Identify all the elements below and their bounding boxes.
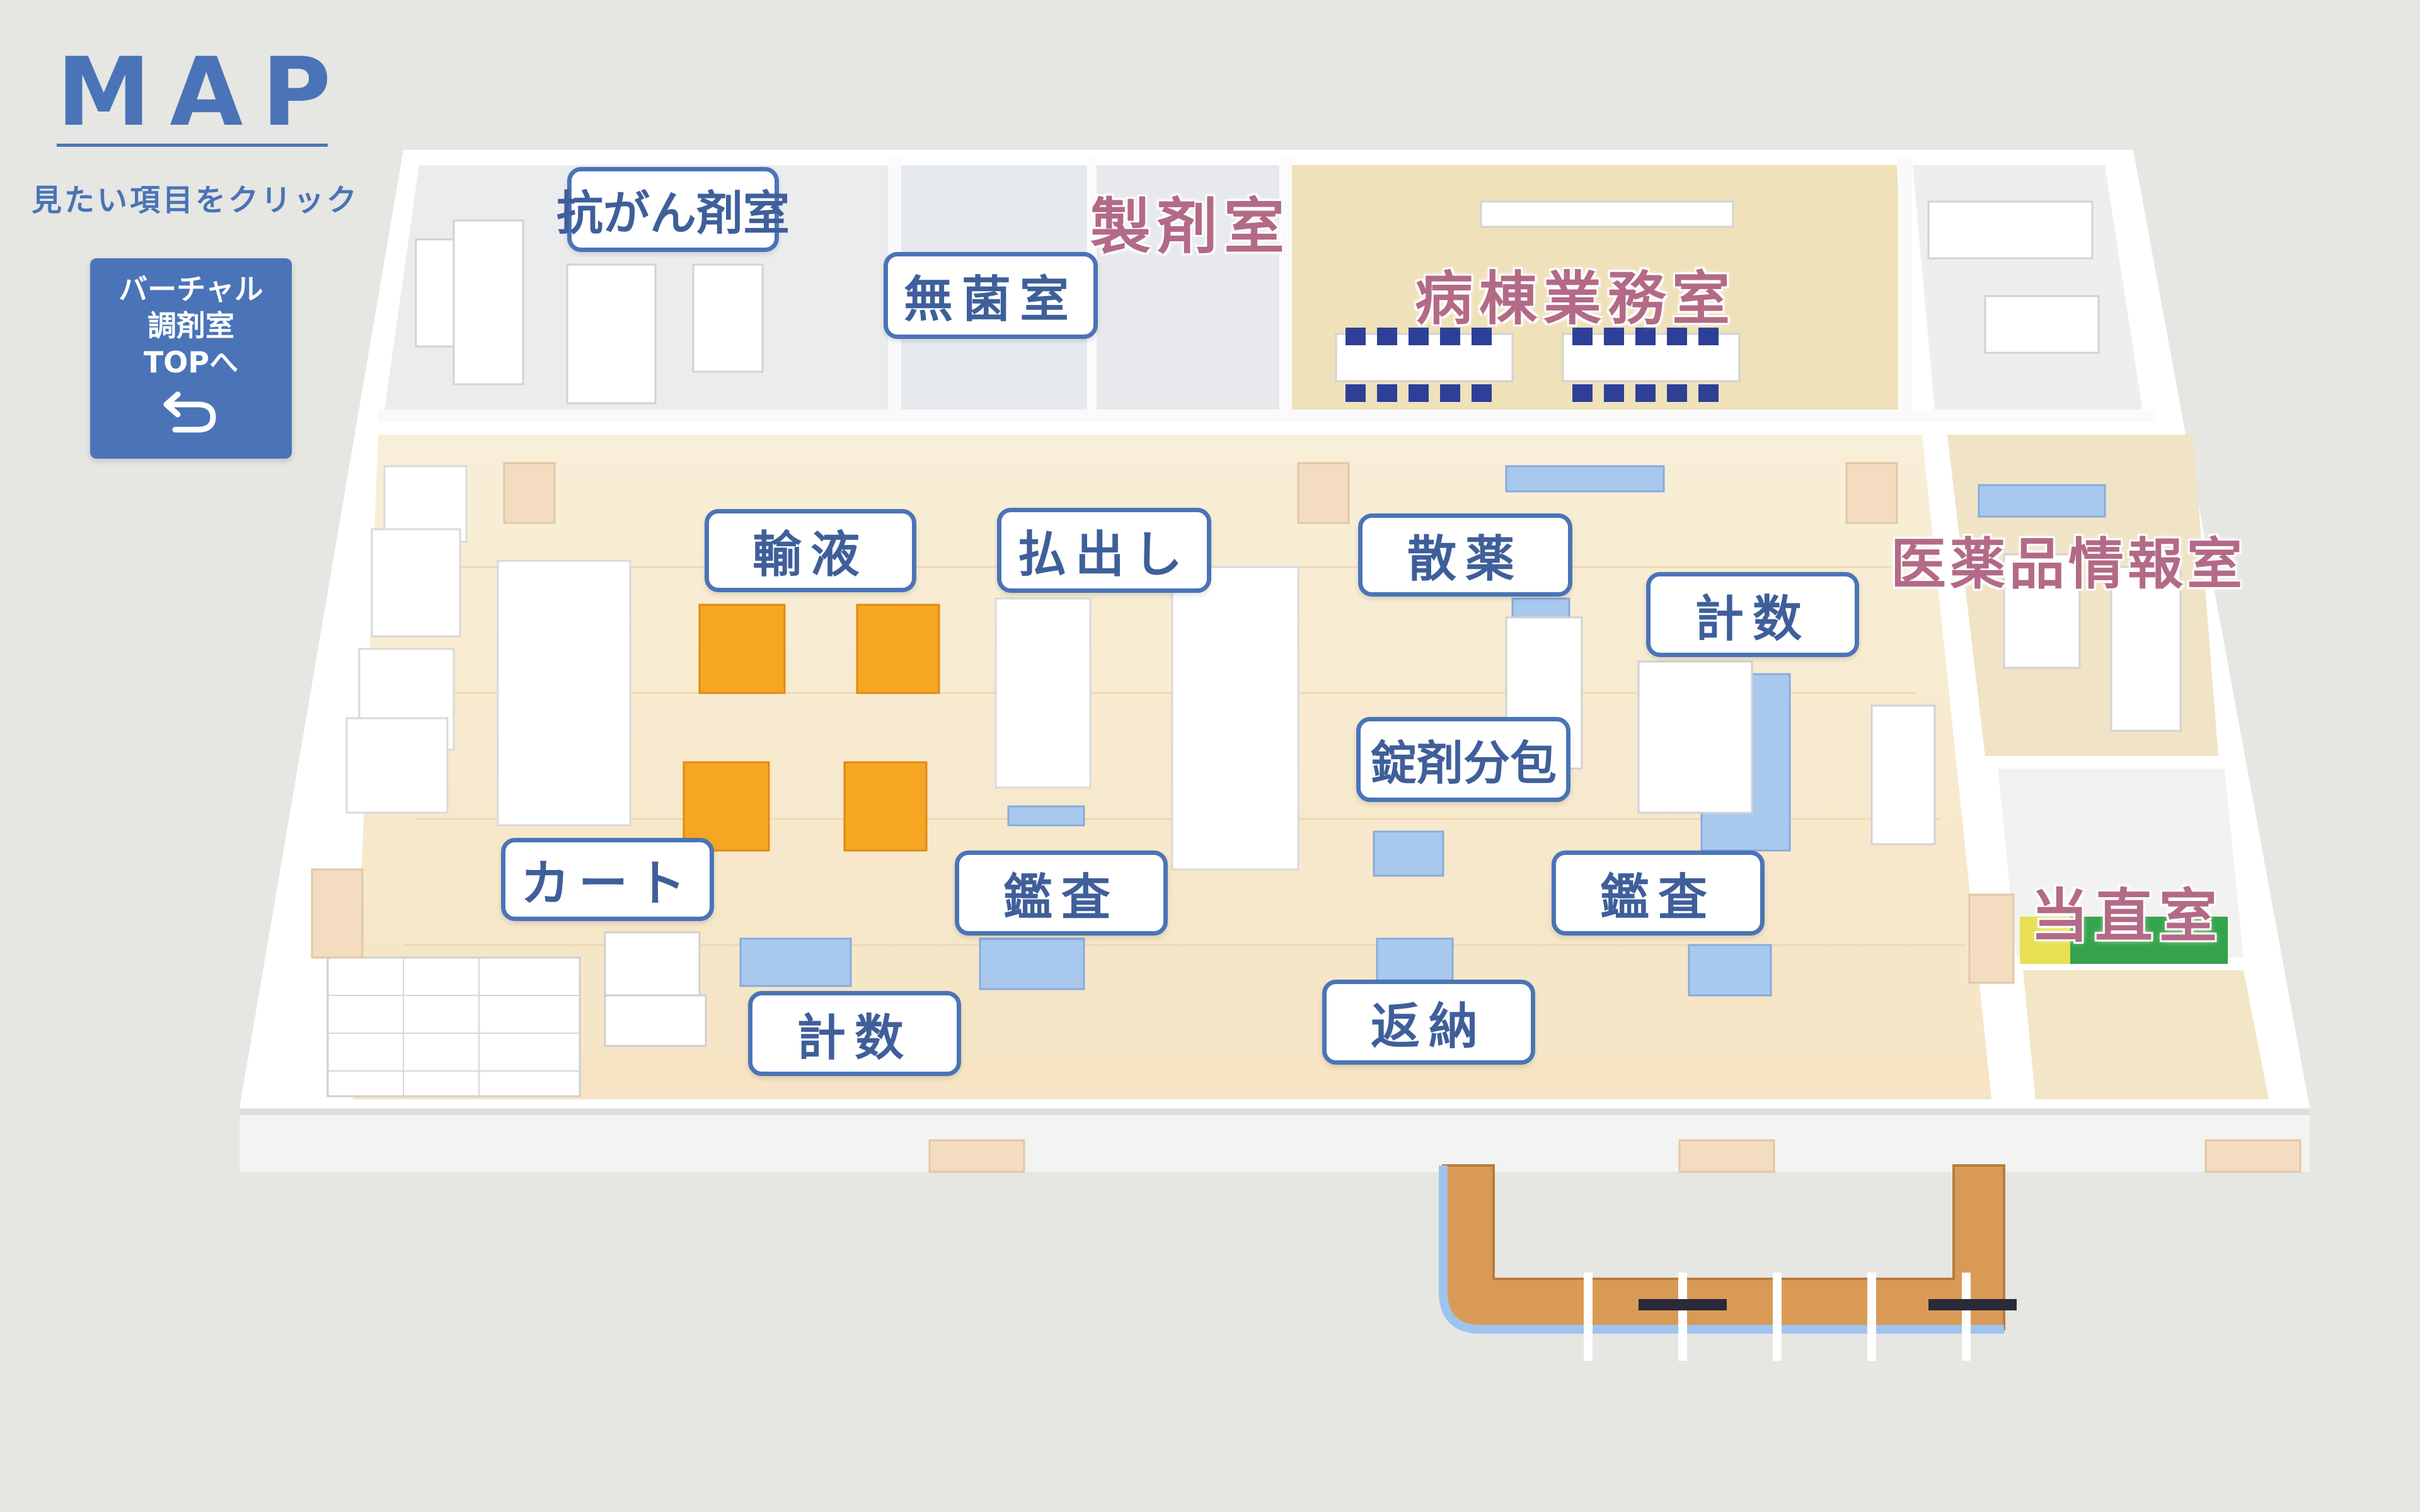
zone-label-night-duty[interactable]: 当直室 <box>2031 883 2224 950</box>
room-button-infusion[interactable]: 輸液 <box>705 509 916 592</box>
room-button-sterile[interactable]: 無菌室 <box>884 252 1098 339</box>
page-title: MAP <box>57 38 350 147</box>
zone-label-ward-operations[interactable]: 病棟業務室 <box>1415 265 1737 333</box>
top-button-line2: 調剤室 <box>147 309 234 343</box>
title-underline <box>57 144 328 147</box>
room-button-return[interactable]: 返納 <box>1322 980 1535 1065</box>
zone-label-drug-info[interactable]: 医薬品情報室 <box>1891 532 2247 597</box>
room-button-cart[interactable]: カート <box>501 838 714 921</box>
room-button-dispense[interactable]: 払出し <box>997 508 1211 593</box>
top-button-line1: バーチャル <box>118 272 263 306</box>
room-button-count-right[interactable]: 計数 <box>1646 572 1859 657</box>
instruction-text: 見たい項目をクリック <box>31 183 359 218</box>
room-button-count-left[interactable]: 計数 <box>748 991 961 1076</box>
top-button-line3: TOPへ <box>143 345 239 379</box>
room-button-audit-left[interactable]: 鑑査 <box>955 850 1168 936</box>
room-button-powder[interactable]: 散薬 <box>1358 513 1572 597</box>
room-button-anticancer[interactable]: 抗がん剤室 <box>556 167 790 252</box>
return-arrow-icon <box>163 391 216 433</box>
back-to-top-button[interactable]: バーチャル 調剤室 TOPへ <box>90 258 292 459</box>
room-button-audit-right[interactable]: 鑑査 <box>1552 850 1765 936</box>
zone-label-preparation[interactable]: 製剤室 <box>1090 192 1291 262</box>
room-button-tablet-packaging[interactable]: 錠剤分包 <box>1356 717 1570 802</box>
